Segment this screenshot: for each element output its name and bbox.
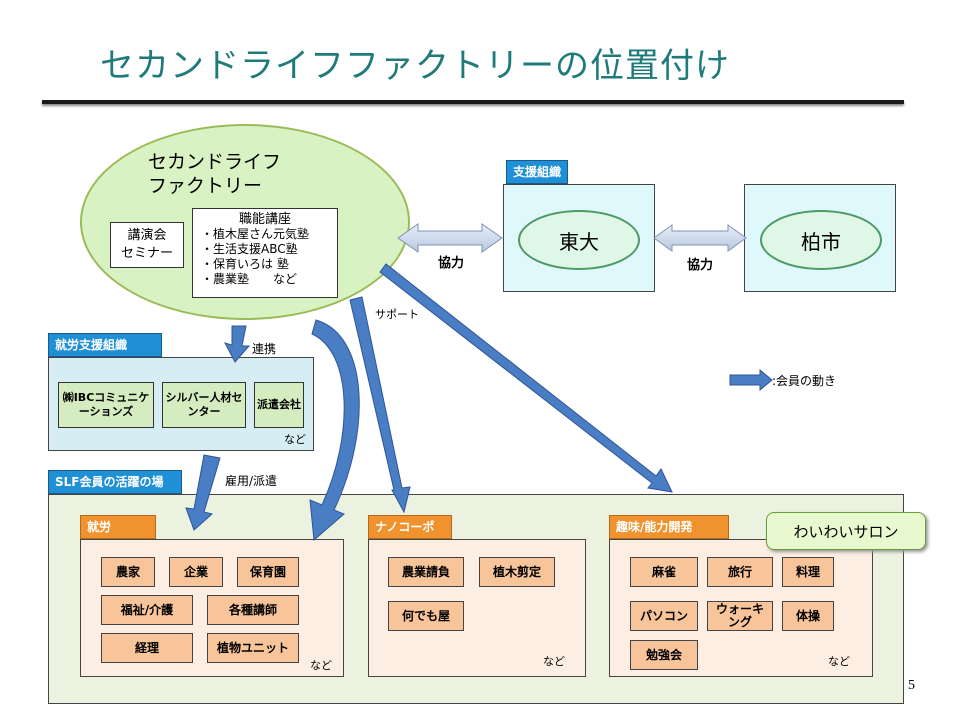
activity-tab: SLF会員の活躍の場 [48,470,182,494]
salon-box: わいわいサロン [766,512,926,550]
courses-title: 職能講座 [238,212,291,227]
work-item: 各種講師 [207,595,299,625]
course-item: ・植木屋さん元気塾 [201,227,310,241]
hobby-item: 旅行 [707,557,773,587]
work-item: 保育園 [237,557,299,587]
work-item: 植物ユニット [207,633,299,663]
nano-etc: など [543,655,565,668]
slf-name-line2: ファクトリー [148,175,263,197]
course-item: ・保育いろは 塾 [201,257,289,271]
work-tab: 就労 [80,515,156,539]
work-etc: など [310,659,332,672]
coop-arrow-2 [653,224,747,252]
nano-item: 農業請負 [388,557,464,587]
course-item: ・生活支援ABC塾 [201,242,298,256]
course-item: ・農業塾 など [201,272,298,286]
support-tab: 支援組織 [506,160,569,184]
coop-arrow-1 [397,223,503,253]
page-title: セカンドライフファクトリーの位置付け [100,46,730,86]
legend-arrow [729,368,773,392]
employment-etc: など [284,433,306,446]
support-arrow [379,263,673,493]
org-ibc: ㈱IBCコミュニケーションズ [58,382,154,428]
employment-orgs-tab: 就労支援組織 [48,333,162,357]
nano-tab: ナノコーポ [368,515,452,539]
todai-ellipse: 東大 [518,210,640,270]
nano-item: 何でも屋 [388,601,464,631]
hobby-tab: 趣味/能力開発 [609,515,729,539]
lecture-box: 講演会 セミナー [110,222,184,268]
legend-label: :会員の動き [772,374,837,388]
koyou-arrow [185,454,221,531]
courses-box: 職能講座 ・植木屋さん元気塾 ・生活支援ABC塾 ・保育いろは 塾 ・農業塾 な… [192,208,338,298]
title-divider [42,100,904,104]
support-arrow-label: サポート [375,308,419,321]
hobby-item: パソコン [630,601,698,631]
hobby-item: 麻雀 [630,557,698,587]
org-silver: シルバー人材センター [162,382,246,428]
curve-arrow [309,319,360,542]
page-number: 5 [908,678,915,693]
work-item: 経理 [101,633,193,663]
work-item: 福祉/介護 [101,595,193,625]
hobby-etc: など [828,655,850,668]
hobby-item: 体操 [782,601,834,631]
coop-label-1: 協力 [438,256,465,271]
nano-arrow [349,296,411,514]
work-item: 農家 [101,557,155,587]
nano-item: 植木剪定 [479,557,555,587]
hobby-item: ウォーキング [707,601,773,631]
kashiwa-ellipse: 柏市 [760,210,882,270]
hobby-item: 料理 [782,557,834,587]
coop-label-2: 協力 [687,258,714,273]
koyou-label: 雇用/派遣 [225,474,278,488]
hobby-item: 勉強会 [630,640,698,670]
slf-name: セカンドライフ ファクトリー [148,150,281,198]
renkei-label: 連携 [252,342,277,356]
renkei-arrow [224,325,251,363]
work-item: 企業 [169,557,223,587]
slf-name-line1: セカンドライフ [148,151,282,173]
org-haken: 派遣会社 [254,382,304,428]
